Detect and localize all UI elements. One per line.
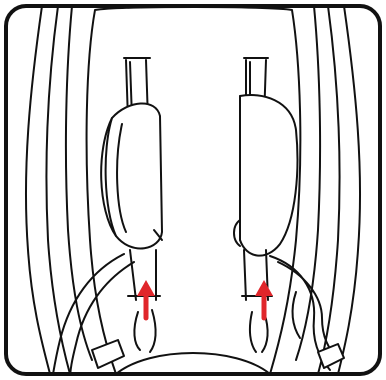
left-shoulder-pad <box>101 103 162 248</box>
panel-background <box>6 6 380 374</box>
